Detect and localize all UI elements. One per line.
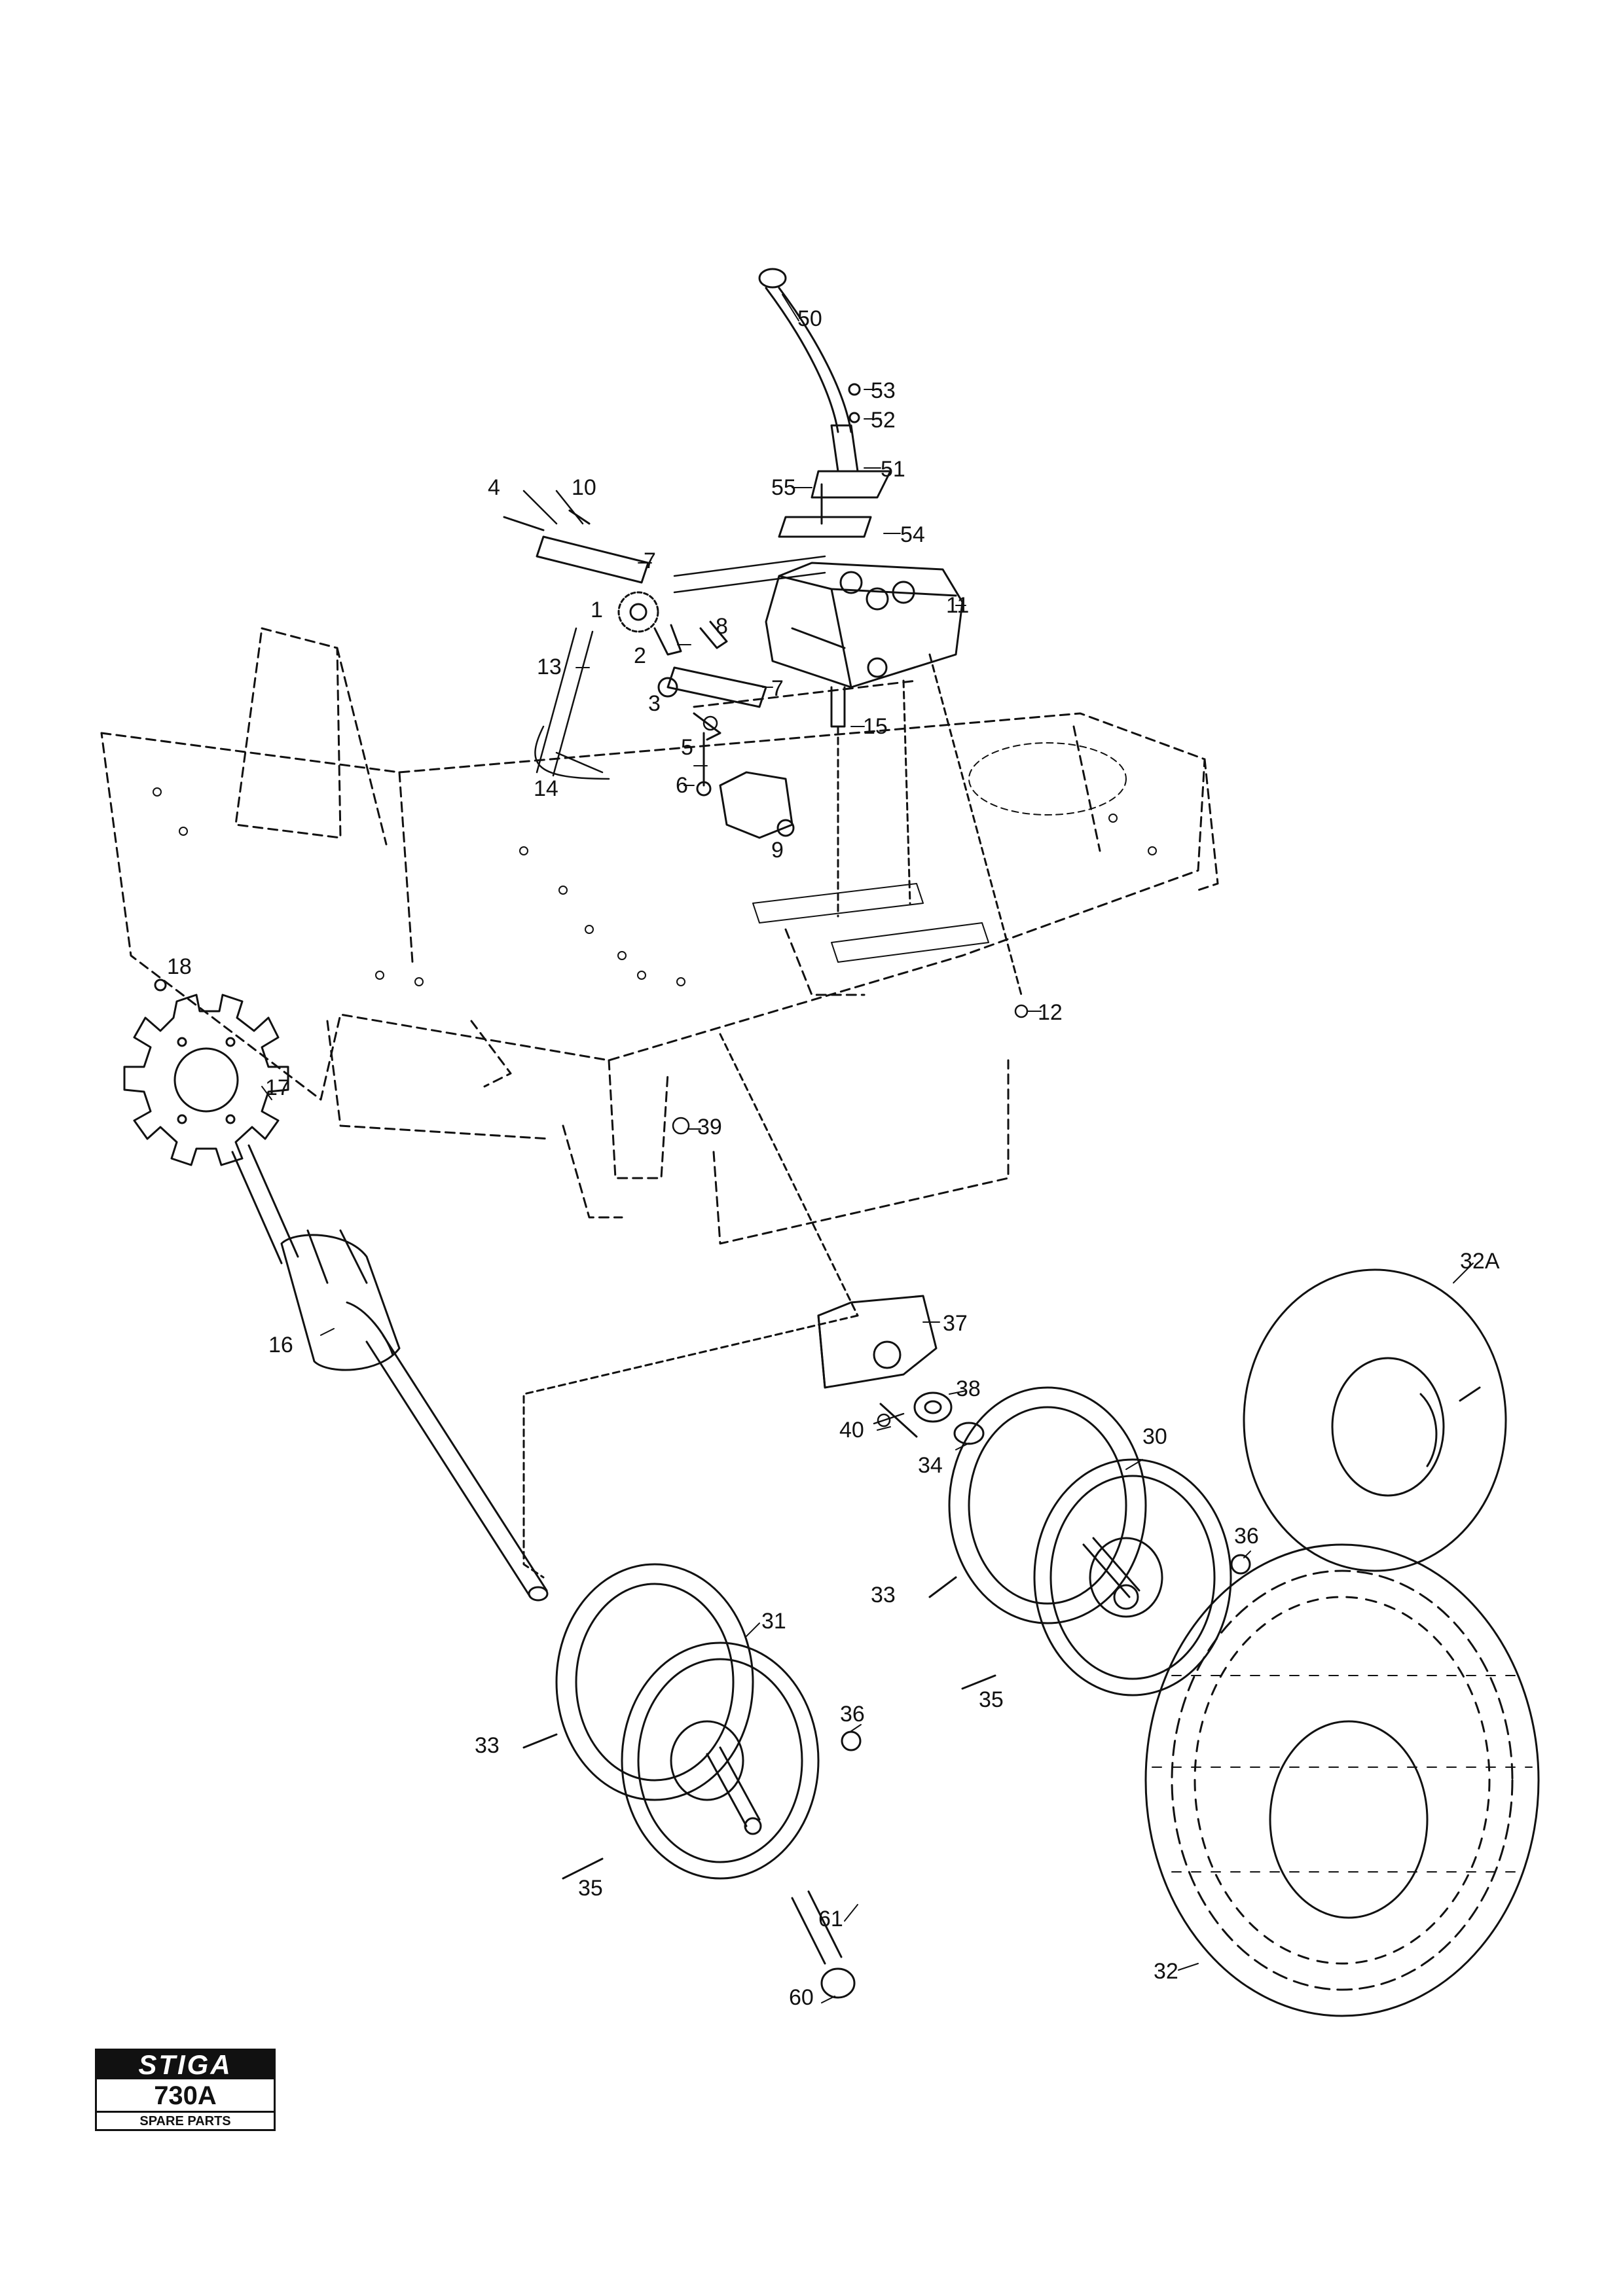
callout-54: 54 — [900, 522, 925, 547]
chassis-frame — [100, 627, 1219, 1245]
callout-16: 16 — [268, 1333, 293, 1357]
model-number: 730A — [154, 2081, 217, 2110]
brand-logo: STIGA — [97, 2051, 274, 2079]
callout-33-left: 33 — [475, 1733, 500, 1758]
callout-12: 12 — [1038, 1000, 1063, 1025]
callout-32: 32 — [1154, 1959, 1178, 1984]
callout-4: 4 — [488, 475, 500, 500]
callout-1: 1 — [591, 598, 603, 622]
callout-17: 17 — [265, 1075, 290, 1100]
callout-9: 9 — [771, 838, 784, 863]
callout-34: 34 — [918, 1453, 943, 1478]
callout-11: 11 — [946, 593, 970, 618]
sprocket-1 — [617, 591, 659, 633]
spare-parts-label: SPARE PARTS — [97, 2111, 274, 2131]
gear-lever — [758, 268, 892, 538]
bushing-38 — [879, 1391, 985, 1445]
callout-30: 30 — [1142, 1424, 1167, 1449]
callout-10: 10 — [572, 475, 596, 500]
callout-5: 5 — [681, 735, 693, 760]
callout-37: 37 — [943, 1311, 968, 1336]
callout-61: 61 — [818, 1907, 843, 1931]
callout-7-lower: 7 — [771, 676, 784, 701]
callout-53: 53 — [871, 378, 896, 403]
callout-55: 55 — [771, 475, 796, 500]
callout-8: 8 — [716, 614, 728, 639]
callout-35-left: 35 — [578, 1876, 603, 1901]
callout-14: 14 — [534, 776, 558, 801]
wheel-rim-31 — [522, 1563, 862, 1999]
tyre-32 — [1144, 1543, 1540, 2017]
wheel-rim-30 — [928, 1386, 1251, 1696]
drive-chain — [534, 555, 826, 780]
frame-holes — [153, 742, 1157, 986]
callout-13: 13 — [537, 655, 562, 679]
callout-7-upper: 7 — [644, 548, 656, 573]
transmission-housing — [765, 562, 1023, 996]
callout-36-left: 36 — [840, 1702, 865, 1727]
tension-arms — [503, 509, 767, 797]
sprocket-17 — [123, 978, 289, 1166]
callout-3: 3 — [648, 691, 661, 716]
callout-39: 39 — [697, 1115, 722, 1139]
callout-35-right: 35 — [979, 1687, 1004, 1712]
rear-axle — [231, 1144, 549, 1602]
callout-40: 40 — [839, 1418, 864, 1443]
fasteners — [522, 490, 1029, 1427]
callout-33-right: 33 — [871, 1583, 896, 1607]
callout-15: 15 — [863, 714, 888, 739]
callout-6: 6 — [676, 773, 688, 798]
axle-bracket — [522, 1033, 938, 1579]
callout-51: 51 — [881, 457, 905, 482]
callout-38: 38 — [956, 1376, 981, 1401]
mount-bracket-9 — [719, 771, 795, 839]
leader-lines — [261, 294, 1474, 2003]
inner-tube-32A — [1243, 1268, 1507, 1572]
stiga-logo-block: STIGA 730A SPARE PARTS — [95, 2049, 276, 2131]
callout-50: 50 — [797, 306, 822, 331]
callout-36-right: 36 — [1234, 1524, 1259, 1549]
callout-2: 2 — [634, 643, 646, 668]
callout-32A: 32A — [1460, 1249, 1500, 1274]
callout-18: 18 — [167, 954, 192, 979]
callout-31: 31 — [761, 1609, 786, 1634]
callout-60: 60 — [789, 1985, 814, 2010]
callout-52: 52 — [871, 408, 896, 433]
